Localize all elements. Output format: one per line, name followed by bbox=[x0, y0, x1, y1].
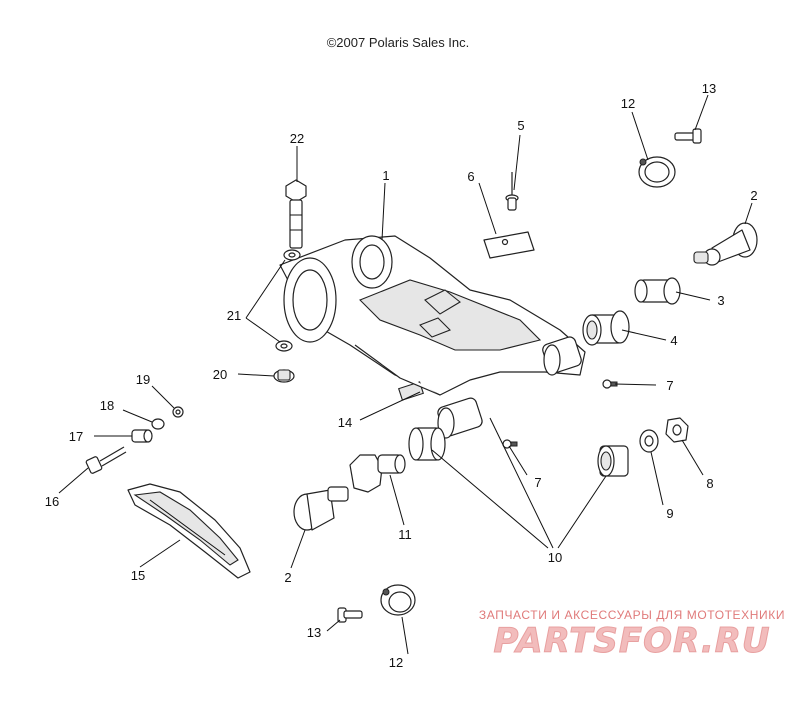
callout-3: 3 bbox=[717, 293, 724, 308]
callout-12-top: 12 bbox=[621, 96, 635, 111]
callout-15: 15 bbox=[131, 568, 145, 583]
callout-1: 1 bbox=[382, 168, 389, 183]
callout-10: 10 bbox=[548, 550, 562, 565]
part-7-fitting-upper[interactable] bbox=[602, 379, 618, 389]
part-15-slider[interactable] bbox=[127, 483, 251, 579]
callout-22: 22 bbox=[290, 131, 304, 146]
part-2-pivot-lower[interactable] bbox=[293, 486, 349, 531]
callout-8: 8 bbox=[706, 476, 713, 491]
part-10-bearings[interactable] bbox=[408, 427, 629, 477]
callout-20: 20 bbox=[213, 367, 227, 382]
part-1-swingarm[interactable] bbox=[279, 235, 586, 401]
part-17-spacer[interactable] bbox=[131, 429, 153, 443]
part-12-retainer-lower[interactable] bbox=[380, 584, 416, 616]
callout-16: 16 bbox=[45, 494, 59, 509]
part-12-retainer-top[interactable] bbox=[638, 156, 676, 188]
part-6-plate[interactable] bbox=[483, 231, 535, 259]
callout-5: 5 bbox=[517, 118, 524, 133]
callout-17: 17 bbox=[69, 429, 83, 444]
callout-14: 14 bbox=[338, 415, 352, 430]
part-5-rivet[interactable] bbox=[505, 172, 519, 211]
part-4-bearing[interactable] bbox=[582, 310, 630, 346]
part-13-bolt-lower[interactable] bbox=[337, 607, 363, 623]
callout-13-lower: 13 bbox=[307, 625, 321, 640]
callout-4: 4 bbox=[670, 333, 677, 348]
part-14-sleeves[interactable] bbox=[436, 335, 582, 439]
watermark-tagline: ЗАПЧАСТИ И АКСЕССУАРЫ ДЛЯ МОТОТЕХНИКИ bbox=[479, 608, 785, 622]
copyright-text: ©2007 Polaris Sales Inc. bbox=[327, 35, 470, 50]
part-22-bolt[interactable] bbox=[285, 179, 307, 249]
part-18-washer[interactable] bbox=[151, 418, 165, 430]
part-21-washers[interactable] bbox=[275, 249, 301, 352]
part-8-nut[interactable] bbox=[665, 417, 689, 443]
callout-19: 19 bbox=[136, 372, 150, 387]
part-3-bushing[interactable] bbox=[634, 277, 681, 305]
callout-6: 6 bbox=[467, 169, 474, 184]
callout-11: 11 bbox=[398, 527, 412, 542]
callout-13-top: 13 bbox=[702, 81, 716, 96]
leader-lines bbox=[58, 94, 753, 655]
part-9-washer[interactable] bbox=[639, 429, 659, 453]
callout-2-top: 2 bbox=[750, 188, 757, 203]
callout-21: 21 bbox=[227, 308, 241, 323]
part-11-bushing[interactable] bbox=[349, 454, 406, 493]
callout-18: 18 bbox=[100, 398, 114, 413]
callout-2-lower: 2 bbox=[284, 570, 291, 585]
part-2-pivot-top[interactable] bbox=[693, 222, 758, 266]
part-13-bolt-top[interactable] bbox=[674, 128, 702, 144]
part-16-bolt[interactable] bbox=[85, 446, 127, 474]
callout-9: 9 bbox=[666, 506, 673, 521]
part-19-nut[interactable] bbox=[172, 406, 184, 418]
watermark: ЗАПЧАСТИ И АКСЕССУАРЫ ДЛЯ МОТОТЕХНИКИ PA… bbox=[479, 608, 785, 662]
callout-7-lower: 7 bbox=[534, 475, 541, 490]
callout-7-upper: 7 bbox=[666, 378, 673, 393]
watermark-logo: PARTSFOR.RU bbox=[493, 621, 770, 661]
callout-12-lower: 12 bbox=[389, 655, 403, 670]
part-20-nut[interactable] bbox=[273, 369, 295, 383]
callout-numbers: 1 2 2 3 4 5 6 7 7 8 9 10 11 12 12 13 13 … bbox=[45, 81, 758, 670]
